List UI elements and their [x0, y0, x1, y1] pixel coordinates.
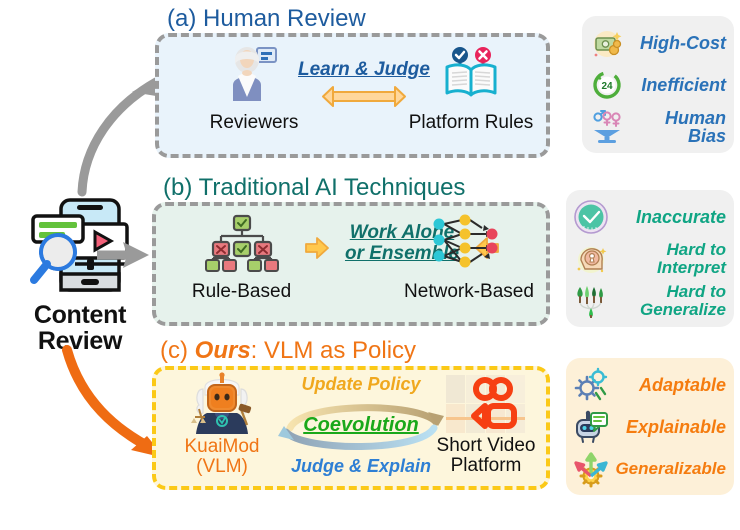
panel-a-middle: Learn & Judge — [289, 59, 439, 108]
callout-b-label-2-line2: Generalize — [640, 300, 726, 319]
panel-c-left-caption-1: KuaiMod — [184, 436, 260, 457]
panel-human-review: Reviewers Learn & Judge — [155, 33, 550, 158]
callout-b-item-0: Inaccurate — [574, 196, 726, 238]
panel-b-right-caption: Network-Based — [404, 281, 534, 302]
panel-c-top-arrow-text: Update Policy — [301, 374, 421, 394]
callout-c-item-1: Explainable — [574, 406, 726, 448]
panel-c-center: Coevolution — [272, 414, 450, 437]
callout-c-item-2: Generalizable — [574, 448, 726, 490]
panel-b-right-slot: Network-Based — [394, 214, 544, 302]
callout-b-label-1-line2: Interpret — [657, 258, 726, 277]
callout-a-item-2: Human Bias — [590, 106, 726, 148]
clock-24h-icon: 24 — [593, 71, 621, 99]
panel-c-center-text: Coevolution — [303, 414, 419, 436]
callout-c-label-0: Adaptable — [638, 375, 726, 395]
panel-traditional-ai: Rule-Based Work Alone or Ensemble — [152, 202, 550, 326]
clock-badge-text: 24 — [601, 81, 613, 92]
neural-network-icon — [433, 214, 498, 268]
callout-traditional-ai: Inaccurate Hard to Interpret — [566, 190, 734, 327]
judge-reviewer-icon — [233, 47, 277, 101]
panel-c-right-slot: Short Video Platform — [424, 373, 548, 476]
panel-ours-vlm: KuaiMod (VLM) Update Policy Coevolution — [152, 366, 550, 490]
arrow-right-yellow-icon — [305, 237, 329, 259]
callout-ours: Adaptable Explainable — [566, 358, 734, 495]
callout-human-review: High-Cost 24 Inefficient — [582, 16, 734, 153]
panel-b-middle-text-1: Work Alone — [349, 222, 455, 243]
check-seal-icon — [574, 200, 608, 234]
panel-c-title-rest: : VLM as Policy — [250, 337, 417, 364]
panel-a-middle-text: Learn & Judge — [298, 59, 430, 80]
panel-c-title-emphasis: Ours — [194, 337, 251, 364]
content-review-icon — [30, 198, 129, 292]
panel-a-left-caption: Reviewers — [209, 112, 299, 133]
coevolution-cycle-arrows — [278, 404, 444, 450]
callout-b-label-1-line1: Hard to — [666, 240, 727, 259]
content-review-block: Content Review — [10, 196, 150, 354]
panel-b-left-slot: Rule-Based — [174, 214, 309, 302]
callout-b-label-2-line1: Hard to — [666, 282, 727, 301]
callout-a-item-0: High-Cost — [590, 22, 726, 64]
panel-c-right-caption-2: Platform — [450, 455, 522, 476]
callout-a-label-0: High-Cost — [640, 33, 726, 53]
panel-c-right-caption-1: Short Video — [436, 435, 536, 456]
short-video-platform-icon — [446, 375, 525, 433]
panel-a-title-text: Human Review — [203, 5, 366, 32]
callout-b-item-2: Hard to Generalize — [574, 280, 726, 322]
callout-c-label-2: Generalizable — [615, 459, 726, 478]
panel-b-middle-text-2: or Ensemble — [344, 243, 460, 264]
panel-c-title: (c) Ours: VLM as Policy — [160, 338, 416, 364]
robot-chat-icon — [576, 410, 608, 443]
panel-a-right-caption: Platform Rules — [408, 112, 534, 133]
panel-b-title: (b) Traditional AI Techniques — [163, 175, 465, 201]
callout-b-label-1: Hard to Interpret — [613, 241, 726, 277]
panel-c-left-caption-2: (VLM) — [196, 456, 248, 477]
gender-balance-icon — [593, 110, 621, 143]
panel-a-title: (a) Human Review — [167, 6, 366, 32]
panel-c-bottom: Judge & Explain — [268, 456, 454, 477]
money-cost-icon — [594, 31, 622, 57]
panel-a-right-slot: Platform Rules — [401, 45, 541, 133]
callout-c-item-0: Adaptable — [574, 364, 726, 406]
open-book-rules-icon — [445, 47, 497, 97]
gears-icon — [574, 367, 608, 401]
panel-c-bottom-arrow-text: Judge & Explain — [290, 456, 432, 476]
callout-a-item-1: 24 Inefficient — [590, 64, 726, 106]
content-review-label: Content Review — [33, 301, 127, 355]
callout-a-label-1: Inefficient — [641, 75, 726, 95]
panel-b-middle: Work Alone or Ensemble — [328, 222, 476, 264]
double-headed-arrow-icon — [322, 86, 406, 107]
trees-icon — [577, 286, 603, 318]
robot-judge-icon — [191, 372, 252, 434]
arrow-to-panel-a — [77, 74, 164, 197]
callout-b-item-1: Hard to Interpret — [574, 238, 726, 280]
callout-b-label-0: Inaccurate — [635, 207, 726, 227]
panel-c-cycle: Update Policy — [272, 374, 450, 395]
decision-tree-icon — [204, 214, 279, 272]
gear-arrows-icon — [574, 452, 608, 488]
panel-c-tag: (c) — [160, 337, 188, 364]
callout-c-label-1: Explainable — [625, 417, 726, 437]
callout-a-label-2: Human Bias — [664, 108, 726, 146]
panel-b-tag: (b) — [163, 174, 193, 201]
callout-b-label-2: Hard to Generalize — [613, 283, 726, 319]
panel-b-title-text: Traditional AI Techniques — [198, 174, 466, 201]
panel-a-tag: (a) — [167, 5, 197, 32]
arrow-to-panel-b — [97, 242, 149, 268]
brain-keyhole-icon — [577, 247, 607, 273]
panel-b-left-caption: Rule-Based — [191, 281, 292, 302]
panel-c-left-slot: KuaiMod (VLM) — [162, 372, 282, 477]
panel-a-left-slot: Reviewers — [189, 45, 319, 133]
